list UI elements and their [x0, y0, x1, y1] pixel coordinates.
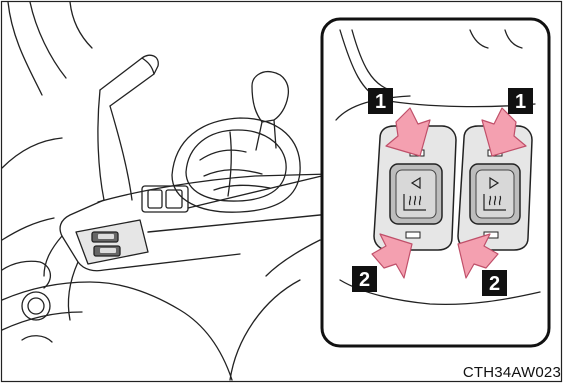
step-badge-1-right: 1 [508, 88, 533, 114]
svg-text:1: 1 [375, 91, 386, 113]
figure-code-caption: CTH34AW023 [463, 364, 561, 381]
step-badge-1-left: 1 [368, 88, 393, 114]
callout-box: 1 1 2 2 [322, 19, 549, 346]
step-badge-2-right: 2 [482, 270, 507, 296]
step-badge-2-left: 2 [352, 266, 377, 292]
svg-text:2: 2 [489, 273, 500, 295]
svg-text:2: 2 [359, 269, 370, 291]
svg-text:1: 1 [515, 91, 526, 113]
